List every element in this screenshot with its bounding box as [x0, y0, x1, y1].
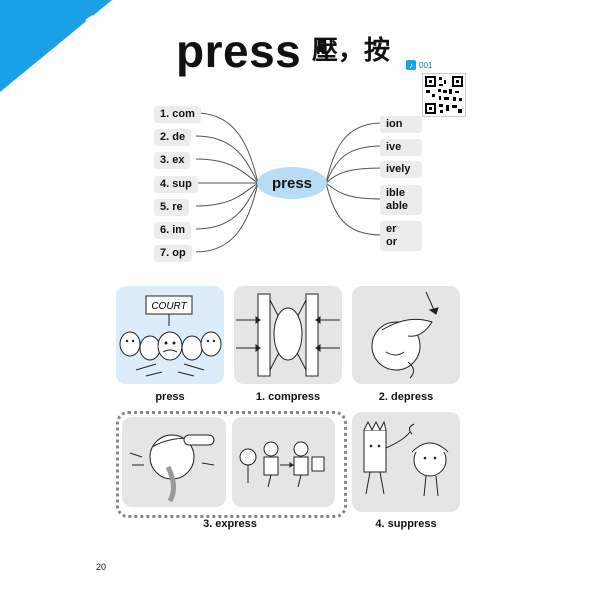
mindmap-lines	[195, 112, 383, 253]
root-word-oval: press	[257, 167, 327, 199]
suffix-chip: ible able	[380, 185, 422, 215]
depress-scene-icon	[371, 291, 439, 379]
prefix-chip: 6. im	[154, 222, 192, 239]
prefix-chip: 2. de	[154, 129, 192, 146]
compress-scene-icon	[236, 293, 340, 377]
illustration-express-a	[122, 417, 226, 507]
qr-code-icon	[424, 75, 464, 115]
qr-code[interactable]	[422, 73, 466, 117]
suffix-chip: ively	[380, 161, 422, 178]
squeeze-face-icon	[129, 434, 215, 503]
suffix-chip: ion	[380, 116, 422, 133]
illustration-express-b	[232, 417, 335, 507]
crowd-pushing-icon: COURT	[119, 295, 222, 377]
prefix-chip: 4. sup	[154, 176, 198, 193]
audio-track-number: 001	[419, 60, 433, 70]
caption-depress: 2. depress	[378, 391, 434, 403]
caption-express: 3. express	[203, 518, 257, 530]
prefix-chip: 7. op	[154, 245, 192, 262]
headword: press	[176, 25, 302, 77]
suffix-chip: er or	[380, 221, 422, 251]
prefix-chip: 1. com	[154, 106, 201, 123]
illustration-suppress	[352, 412, 460, 512]
page-number: 20	[96, 562, 107, 572]
illustration-depress	[352, 286, 460, 384]
caption-compress: 1. compress	[255, 391, 321, 403]
prefix-chip: 3. ex	[154, 152, 191, 169]
headword-meaning: 壓，按	[312, 36, 391, 66]
delivery-scene-icon	[239, 441, 325, 488]
audio-track-badge[interactable]: ♪ 001	[406, 60, 432, 70]
illustration-press: COURT	[116, 286, 224, 384]
illustration-compress	[234, 286, 342, 384]
suffix-chip: ive	[380, 139, 422, 156]
caption-press: press	[155, 391, 185, 403]
prefix-chip: 5. re	[154, 199, 189, 216]
unit-tab	[0, 0, 112, 92]
music-note-icon: ♪	[406, 60, 416, 70]
caption-suppress: 4. suppress	[375, 518, 437, 530]
unit-number: 1	[83, 8, 103, 47]
court-sign-text: COURT	[151, 301, 187, 312]
express-frame	[116, 411, 347, 518]
suppress-scene-icon	[363, 420, 449, 497]
